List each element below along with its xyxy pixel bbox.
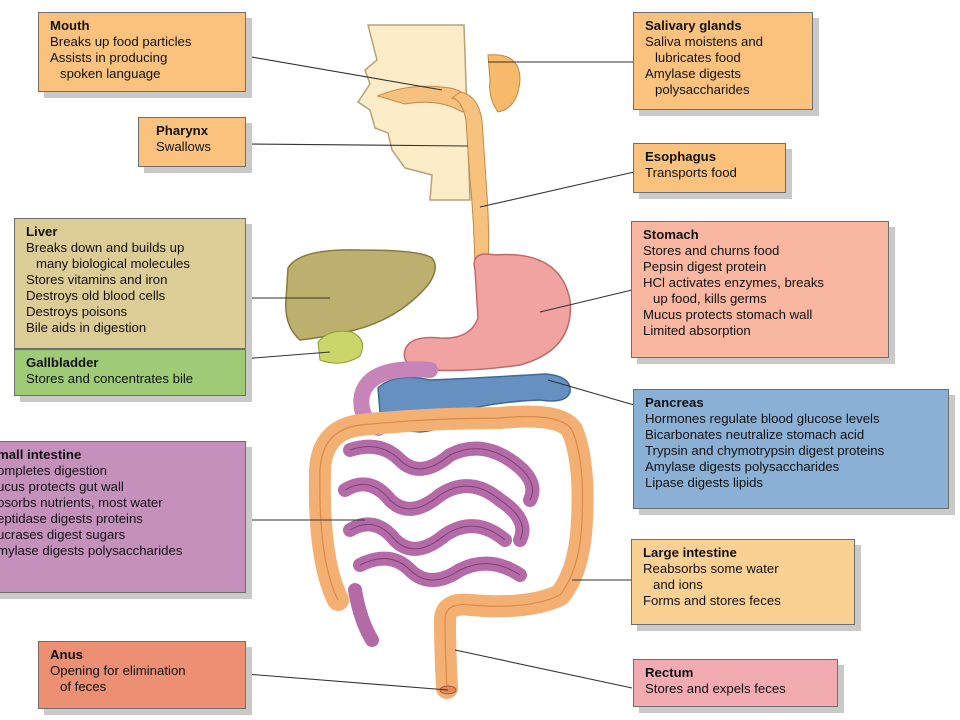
rectum-line: Stores and expels feces [645,681,786,696]
leader-esophagus [479,171,635,208]
small-intestine-line: ompletes digestion [0,463,107,478]
leader-pancreas [547,379,635,406]
liver-line: many biological molecules [36,256,190,271]
gallbladder-organ [317,330,364,364]
pancreas-line: Bicarbonates neutralize stomach acid [645,427,865,442]
colon-inner-line [319,415,584,689]
small-intestine-line: ucus protects gut wall [0,479,124,494]
gallbladder-line: Stores and concentrates bile [26,371,194,386]
large-intestine-title: Large intestine [643,545,737,560]
liver-line: Stores vitamins and iron [26,272,168,287]
stomach-label-box: Stomach Stores and churns food Pepsin di… [631,221,889,358]
liver-label-box: Liver Breaks down and builds up many bio… [14,218,246,349]
leader-rectum [454,649,633,689]
leader-anus [245,673,449,691]
leader-mouth [245,55,443,91]
rectum-label-box: Rectum Stores and expels feces [633,659,838,707]
anus-line: of feces [60,679,107,694]
esophagus-label-box: Esophagus Transports food [633,143,786,193]
salivary-glands-line: lubricates food [655,50,741,65]
rectum-title: Rectum [645,665,694,680]
liver-line: Destroys poisons [26,304,128,319]
anus-line: Opening for elimination [50,663,186,678]
salivary-gland [487,54,521,113]
pancreas-line: Trypsin and chymotrypsin digest proteins [645,443,885,458]
large-intestine-label-box: Large intestine Reabsorbs some water and… [631,539,855,625]
stomach-line: Limited absorption [643,323,751,338]
small-intestine-line: mylase digests polysaccharides [0,543,183,558]
large-intestine-line: Forms and stores feces [643,593,781,608]
salivary-glands-label-box: Salivary glands Saliva moistens and lubr… [633,12,813,110]
pharynx-title: Pharynx [156,123,209,138]
liver-title: Liver [26,224,58,239]
mouth-line: spoken language [60,66,161,81]
mouth-line: Assists in producing [50,50,168,65]
small-intestine-line: eptidase digests proteins [0,511,143,526]
pancreas-line: Amylase digests polysaccharides [645,459,840,474]
stomach-title: Stomach [643,227,699,242]
mouth-label-box: Mouth Breaks up food particles Assists i… [38,12,246,92]
liver-line: Destroys old blood cells [26,288,166,303]
pancreas-title: Pancreas [645,395,704,410]
liver-organ [285,249,436,341]
head-silhouette [356,24,471,201]
salivary-glands-line: Amylase digests [645,66,742,81]
gallbladder-title: Gallbladder [26,355,99,370]
stomach-line: Stores and churns food [643,243,780,258]
esophagus-title: Esophagus [645,149,717,164]
small-intestine-outline [344,446,533,581]
pancreas-line: Lipase digests lipids [645,475,764,490]
pancreas-line: Hormones regulate blood glucose levels [645,411,880,426]
stomach-line: Pepsin digest protein [643,259,767,274]
pharynx-label-box: Pharynx Swallows [138,117,246,167]
stomach-line: HCl activates enzymes, breaks [643,275,825,290]
small-intestine-label-box: mall intestine ompletes digestion ucus p… [0,441,246,593]
pharynx-line: Swallows [156,139,211,154]
anus-title: Anus [50,647,83,662]
salivary-glands-line: polysaccharides [655,82,750,97]
large-intestine-line: Reabsorbs some water [643,561,779,576]
mouth-title: Mouth [50,18,90,33]
liver-line: Bile aids in digestion [26,320,147,335]
pancreas-label-box: Pancreas Hormones regulate blood glucose… [633,389,949,509]
stomach-organ [403,253,572,372]
esophagus-line: Transports food [645,165,737,180]
anus-label-box: Anus Opening for elimination of feces [38,641,246,709]
liver-line: Breaks down and builds up [26,240,185,255]
gallbladder-label-box: Gallbladder Stores and concentrates bile [14,349,246,396]
leader-stomach [539,289,633,313]
stomach-line: Mucus protects stomach wall [643,307,813,322]
stomach-line: up food, kills germs [653,291,767,306]
small-intestine-title: mall intestine [0,447,82,462]
small-intestine-line: bsorbs nutrients, most water [0,495,163,510]
leader-pharynx [245,143,469,147]
mouth-line: Breaks up food particles [50,34,192,49]
small-intestine-line: ucrases digest sugars [0,527,126,542]
salivary-glands-line: Saliva moistens and [645,34,764,49]
large-intestine-line: and ions [653,577,703,592]
salivary-glands-title: Salivary glands [645,18,742,33]
